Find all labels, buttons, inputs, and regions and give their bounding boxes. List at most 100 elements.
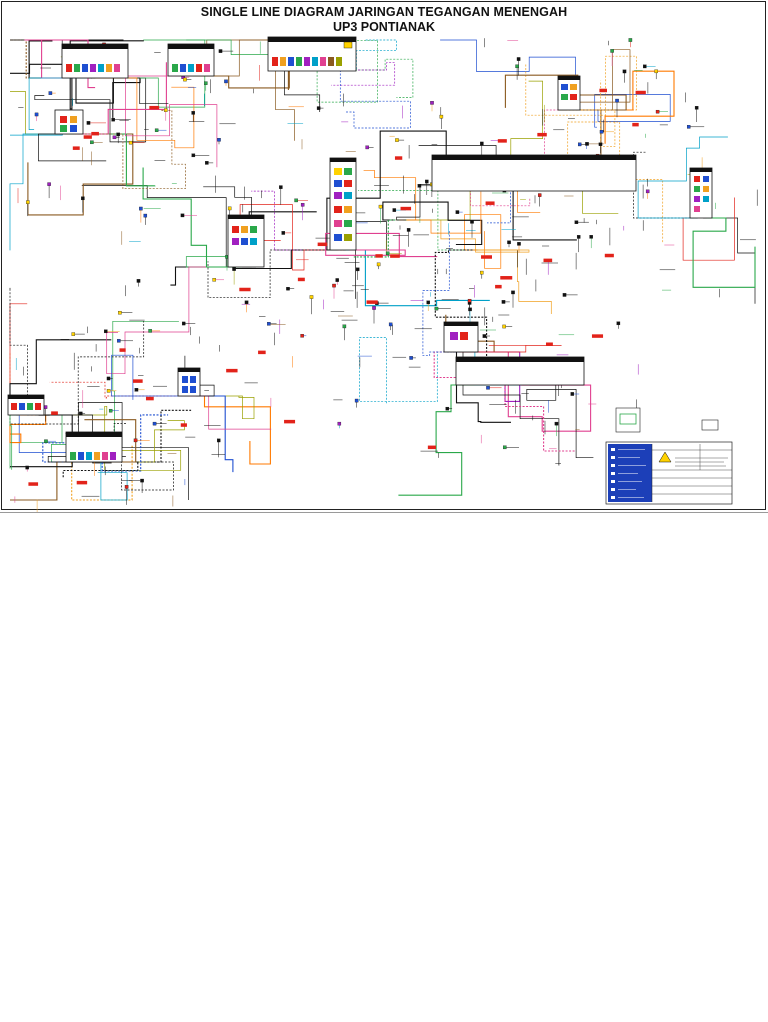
marker-tag xyxy=(51,411,58,415)
switch-node xyxy=(232,267,236,271)
switch-node xyxy=(86,121,91,125)
feeder-line xyxy=(363,169,417,221)
feeder-line xyxy=(251,190,344,251)
switch-node xyxy=(434,306,439,311)
marker-tag xyxy=(591,334,604,338)
switch-node xyxy=(140,478,144,483)
marker-tag xyxy=(604,253,614,258)
switch-node xyxy=(152,421,157,426)
switch-node xyxy=(300,203,305,207)
marker-tag xyxy=(500,276,513,280)
feeder-line xyxy=(525,55,637,116)
switch-node xyxy=(554,421,559,426)
switch-node xyxy=(212,278,216,282)
substation-gi-d[interactable] xyxy=(557,75,581,111)
feeder-line xyxy=(396,145,497,221)
switch-node xyxy=(216,438,221,443)
feeder-line xyxy=(97,461,128,501)
substation-gi-a[interactable] xyxy=(61,43,129,79)
marker-tag xyxy=(145,396,154,401)
switch-node xyxy=(71,332,76,336)
switch-node xyxy=(148,329,152,333)
switch-node xyxy=(376,262,381,267)
switch-node xyxy=(164,108,168,112)
switch-node xyxy=(502,324,506,329)
marker-tag xyxy=(258,350,266,355)
marker-tag xyxy=(537,132,547,137)
feeder-line xyxy=(96,423,128,463)
switch-node xyxy=(482,334,487,338)
diagram-sheet: SINGLE LINE DIAGRAM JARINGAN TEGANGAN ME… xyxy=(0,0,768,513)
substation-gi-f[interactable] xyxy=(689,167,713,219)
marker-tag xyxy=(635,90,646,95)
switch-node xyxy=(48,91,53,95)
substation-gi-e[interactable] xyxy=(431,154,637,192)
substation-gi-l[interactable] xyxy=(65,431,123,463)
substation-gi-g[interactable] xyxy=(329,157,357,251)
substation-gi-b[interactable] xyxy=(167,43,215,77)
substation-gi-j[interactable] xyxy=(455,356,585,386)
substation-gi-i[interactable] xyxy=(443,321,479,353)
feeder-line xyxy=(34,77,147,143)
switch-node xyxy=(585,142,589,146)
feeder-line xyxy=(569,70,675,144)
substation-gi-c[interactable] xyxy=(267,36,357,72)
feeder-line xyxy=(188,395,272,430)
switch-node xyxy=(480,141,484,146)
feeder-line xyxy=(106,266,246,375)
switch-node xyxy=(598,142,603,146)
feeder-line xyxy=(433,351,576,452)
marker-tag xyxy=(375,254,383,258)
switch-node xyxy=(205,161,209,165)
feeder-line xyxy=(526,384,594,459)
switch-node xyxy=(267,322,271,326)
feeder-line xyxy=(306,58,414,98)
feeder-line xyxy=(692,217,756,288)
switch-node xyxy=(468,307,472,312)
substation-gi-h[interactable] xyxy=(227,214,265,268)
single-line-diagram xyxy=(7,36,758,512)
switch-node xyxy=(111,117,115,122)
feeder-line xyxy=(308,62,396,86)
marker-tag xyxy=(239,287,251,292)
switch-node xyxy=(218,49,223,53)
diagram-subtitle: UP3 PONTIANAK xyxy=(332,20,436,34)
switch-node xyxy=(81,196,85,201)
switch-node xyxy=(316,106,321,110)
switch-node xyxy=(562,293,567,297)
switch-node xyxy=(286,286,290,291)
switch-node xyxy=(244,300,249,305)
feeder-line xyxy=(398,384,523,496)
switch-node xyxy=(124,485,129,489)
feeder-line xyxy=(194,395,255,420)
switch-node xyxy=(183,77,187,82)
switch-node xyxy=(139,206,143,211)
switch-node xyxy=(309,295,314,299)
feeder-line xyxy=(103,77,141,118)
switch-node xyxy=(480,270,484,275)
switch-node xyxy=(224,79,228,84)
switch-node xyxy=(136,279,141,283)
feeder-line xyxy=(542,189,619,214)
switch-node xyxy=(106,376,111,381)
switch-node xyxy=(445,406,450,411)
substation-gi-k[interactable] xyxy=(7,394,45,416)
switch-node xyxy=(279,185,283,189)
substation-gi-m[interactable] xyxy=(177,367,201,397)
feeder-line xyxy=(85,77,195,149)
substation-gi-n[interactable] xyxy=(54,109,84,135)
switch-node xyxy=(467,298,472,303)
feeder-line xyxy=(170,266,241,286)
switch-node xyxy=(104,329,108,334)
feeder-line xyxy=(567,80,616,148)
switch-node xyxy=(655,109,660,114)
feeder-line xyxy=(38,133,107,162)
feeder-nodes xyxy=(25,38,699,489)
switch-node xyxy=(406,228,411,232)
switch-node xyxy=(694,106,699,110)
feeder-line xyxy=(477,249,552,314)
feeder-line xyxy=(345,249,490,307)
switch-node xyxy=(470,220,474,224)
marker-tag xyxy=(394,156,403,160)
marker-tag xyxy=(497,139,507,143)
